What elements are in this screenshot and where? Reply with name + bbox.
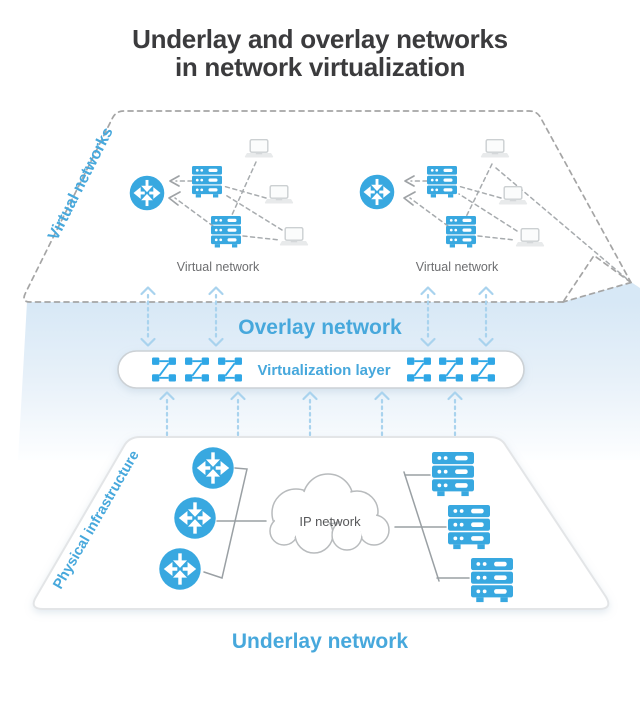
virtualization-layer-pill: Virtualization layer <box>117 350 525 389</box>
overlay-arrows-upper <box>140 286 494 347</box>
physical-infrastructure-plane: Physical infrastructure <box>32 436 610 610</box>
virtual-cluster-2: Virtual network <box>359 139 545 274</box>
virtual-networks-plane <box>23 110 632 303</box>
ip-network-cloud: IP network <box>269 473 390 554</box>
server-icon <box>211 216 241 248</box>
cluster2-links <box>403 163 628 280</box>
cluster1-label: Virtual network <box>177 260 260 274</box>
server-icon <box>432 452 474 497</box>
virtualization-layer-label: Virtualization layer <box>257 362 390 379</box>
overlay-network-label: Overlay network <box>238 316 402 339</box>
router-icon <box>359 174 395 210</box>
server-icon <box>471 558 513 603</box>
underlay-connections <box>203 467 470 582</box>
title-line-1: Underlay and overlay networks <box>132 24 508 54</box>
page-title: Underlay and overlay networks in network… <box>132 24 508 82</box>
router-icon <box>159 548 201 590</box>
cluster2-label: Virtual network <box>416 260 499 274</box>
server-icon <box>448 505 490 550</box>
folded-corner <box>562 254 632 303</box>
ip-network-label: IP network <box>299 514 361 529</box>
server-icon <box>446 216 476 248</box>
router-icon <box>129 175 165 211</box>
underlay-network-label: Underlay network <box>232 630 409 653</box>
router-icon <box>192 447 234 489</box>
title-line-2: in network virtualization <box>175 52 465 82</box>
cluster1-links <box>168 161 283 241</box>
virtual-cluster-1: Virtual network <box>129 139 309 274</box>
router-icon <box>174 497 216 539</box>
server-icon <box>192 166 222 198</box>
server-icon <box>427 166 457 198</box>
